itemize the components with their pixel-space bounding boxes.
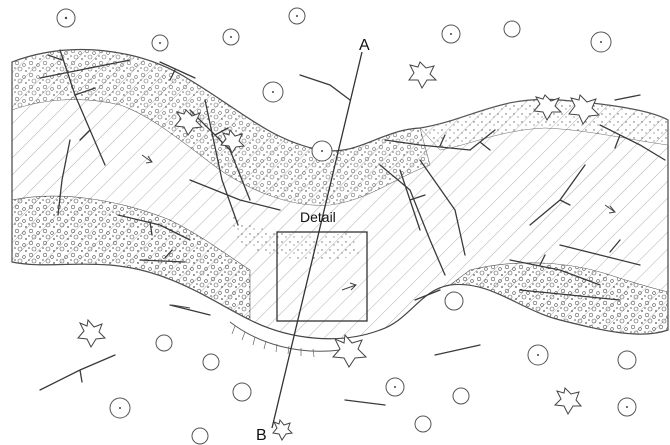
star-cell [409,62,436,88]
star-cell [78,320,105,347]
cell [618,351,636,369]
branch [345,400,385,405]
cell [156,335,172,351]
label-a: A [359,37,370,54]
cell [192,428,208,444]
cell [203,354,219,370]
branch [40,355,115,390]
cell [233,383,251,401]
stratum-band [12,50,668,357]
branch [170,305,210,315]
label-detail: Detail [300,209,336,225]
label-b: B [256,427,267,444]
star-cell [555,388,581,414]
cell [504,21,520,37]
cell [415,416,431,432]
branch [615,95,640,100]
branch [300,75,350,100]
cell [445,292,463,310]
branch [435,345,480,355]
star-cell [333,335,366,367]
star-cell [273,420,292,440]
cell [453,388,469,404]
